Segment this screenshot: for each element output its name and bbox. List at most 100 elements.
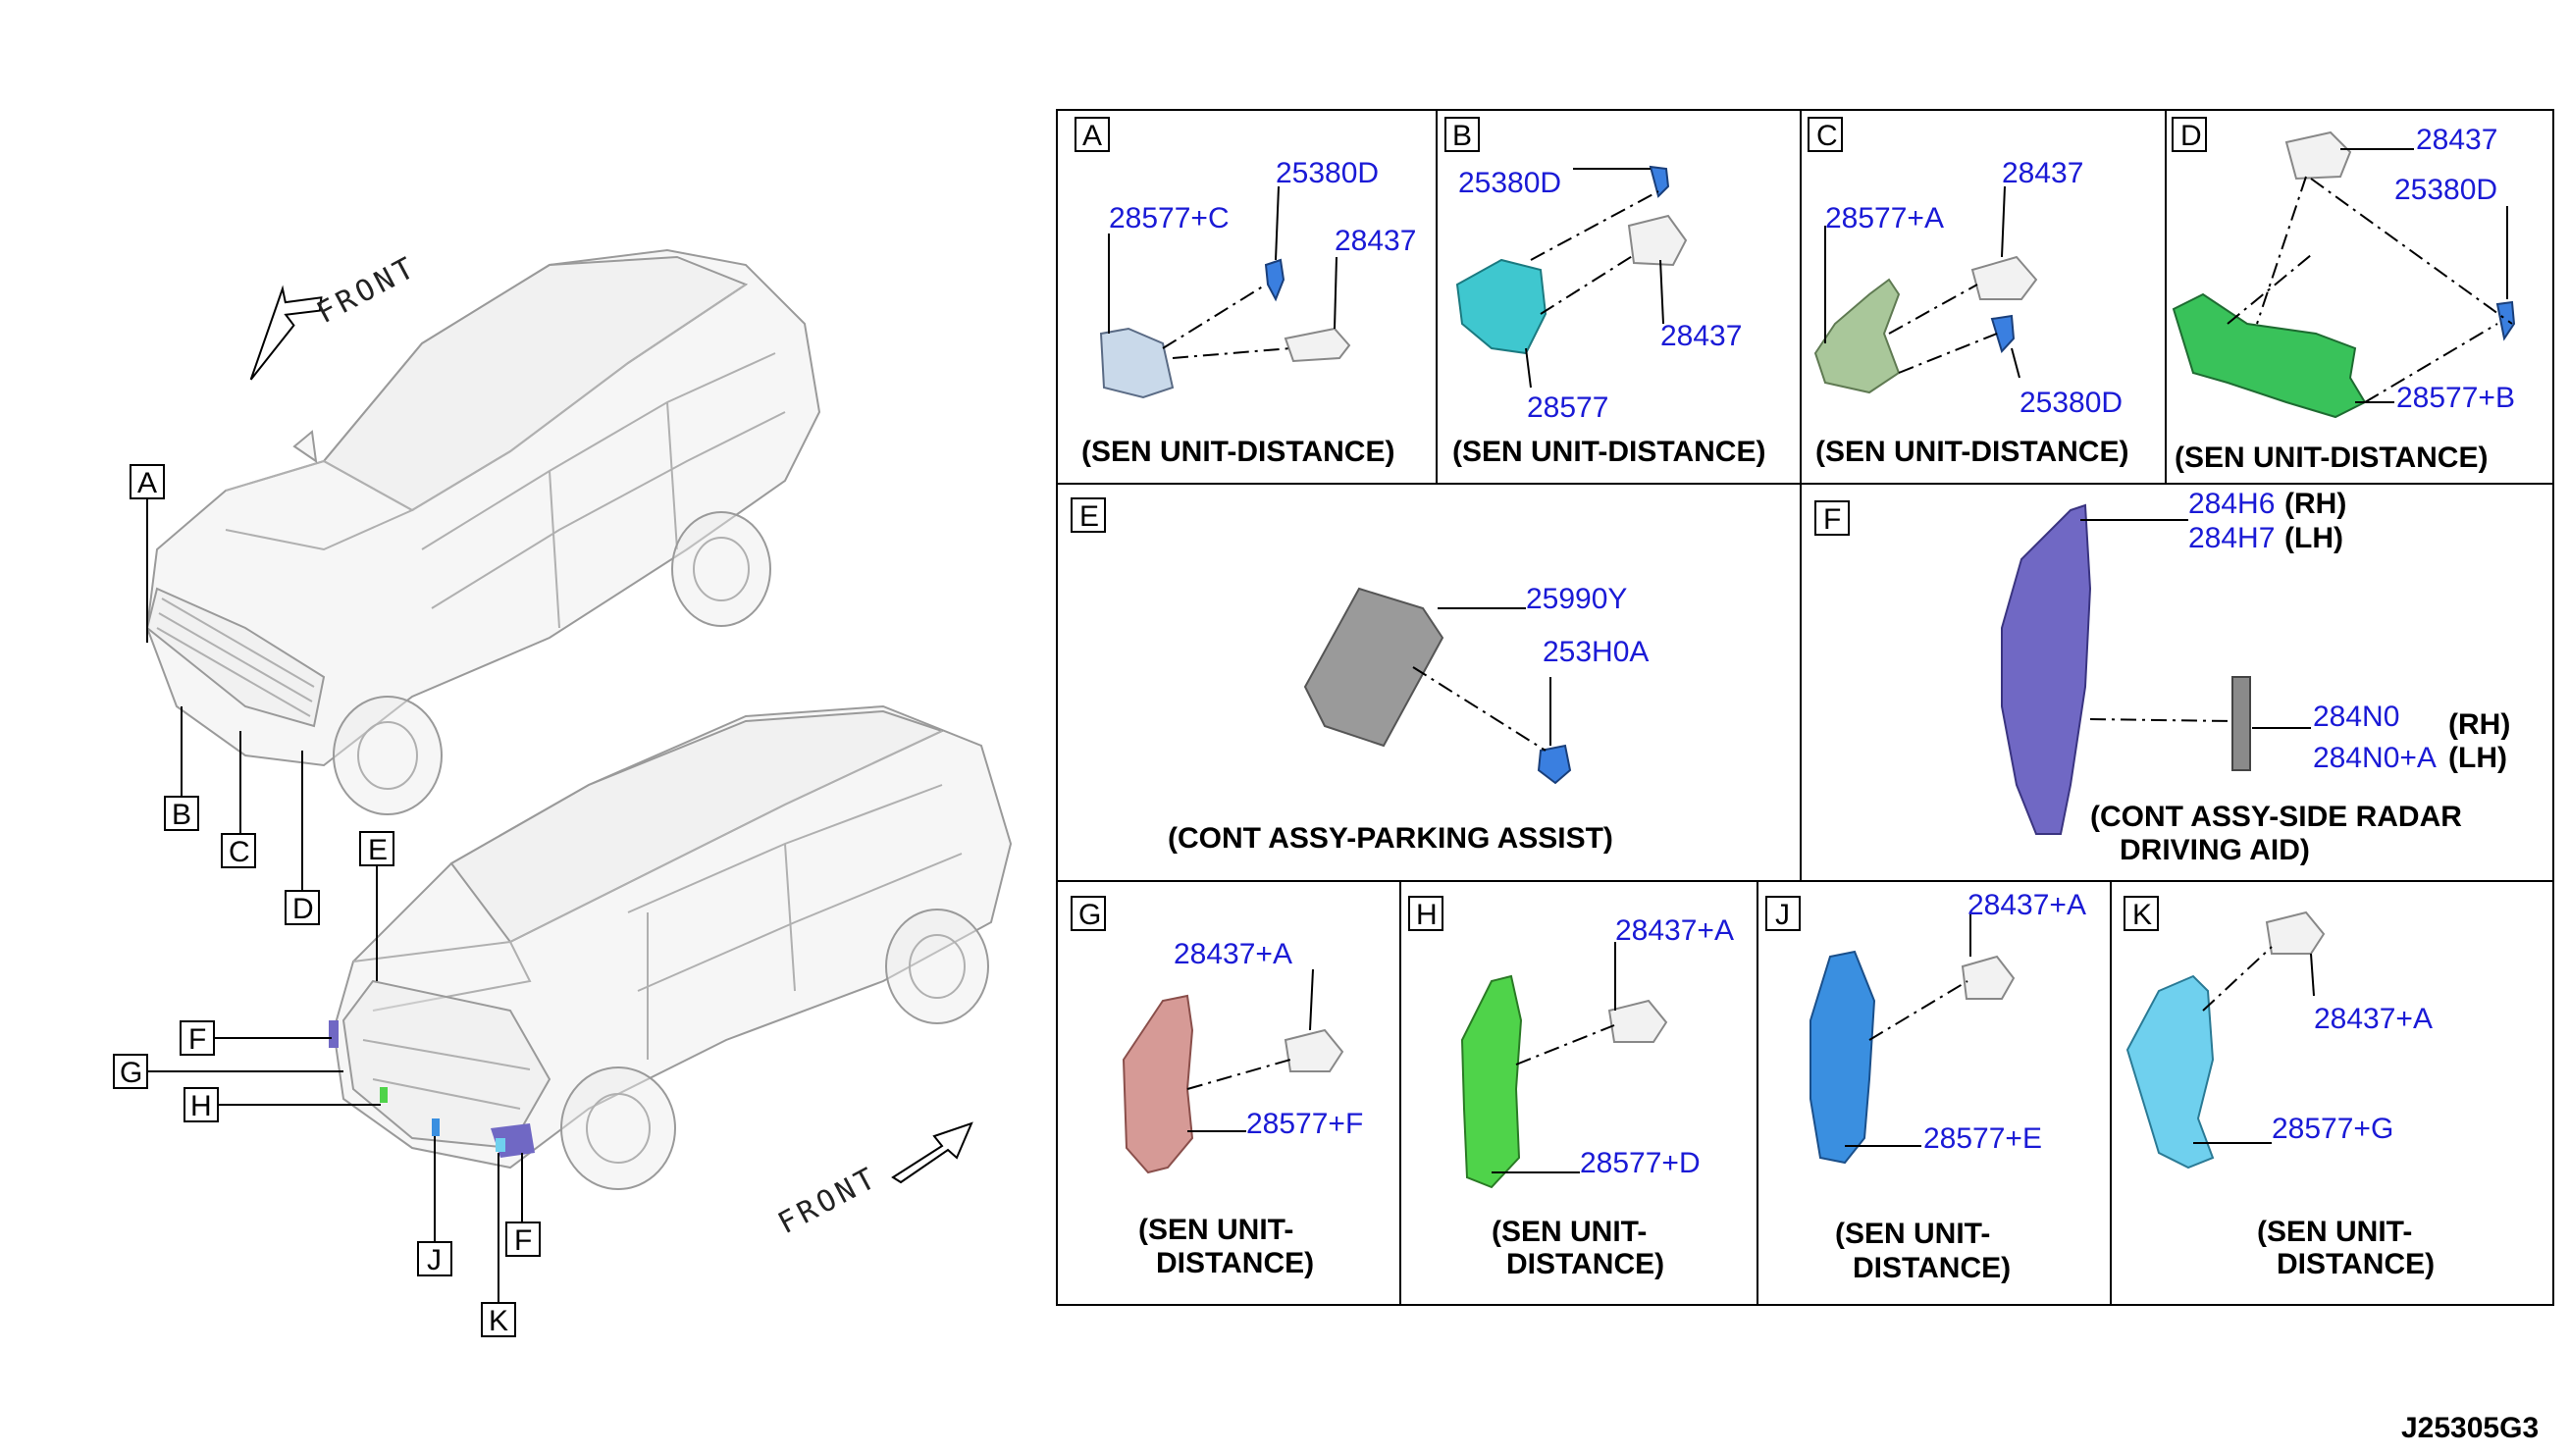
- panel-k-bracket: [2125, 974, 2215, 1170]
- panel-b-tag-box: [1444, 117, 1480, 152]
- panel-d-bracket: [2172, 292, 2367, 419]
- panel-b-screw: [1649, 165, 1670, 198]
- panel-h-bracket: [1460, 974, 1523, 1189]
- vehicle-tag-f-left: F: [188, 1023, 206, 1056]
- panel-j-part-1: 28437+A: [1967, 889, 2086, 921]
- panel-c-bracket: [1813, 278, 1901, 394]
- panel-f-radar-unit: [2231, 676, 2251, 771]
- panel-c-part-1: 28577+A: [1825, 202, 1944, 234]
- front-label-bottom: FRONT: [772, 1160, 884, 1241]
- panel-e: E 25990Y 253H0A (CONT ASSY-PARKING ASSIS…: [1071, 497, 1649, 855]
- panel-h: H 28437+A 28577+D (SEN UNIT- DISTANCE): [1408, 896, 1734, 1280]
- panel-j-caption-line1: (SEN UNIT-: [1835, 1218, 1990, 1250]
- panel-b-part-3: 28577: [1527, 391, 1608, 424]
- panel-b-part-2: 28437: [1660, 320, 1742, 352]
- panel-c-part-2: 28437: [2002, 157, 2083, 189]
- panel-f-caption-line2: DRIVING AID): [2120, 834, 2310, 866]
- vehicle-tag-e: E: [368, 834, 388, 866]
- panel-f-side-4: (LH): [2448, 742, 2507, 774]
- panel-d-tag-box: [2172, 117, 2207, 152]
- front-arrow-bottom: FRONT: [772, 1121, 973, 1241]
- panel-h-caption-line2: DISTANCE): [1506, 1248, 1664, 1280]
- panel-f-side-3: (RH): [2448, 708, 2510, 741]
- panel-a-part-3: 28437: [1335, 225, 1416, 257]
- panel-a-caption: (SEN UNIT-DISTANCE): [1081, 436, 1394, 468]
- panel-a-part-1: 28577+C: [1109, 202, 1230, 234]
- panel-d-caption: (SEN UNIT-DISTANCE): [2175, 442, 2488, 474]
- panel-d-tag: D: [2180, 120, 2202, 152]
- front-label-top: FRONT: [311, 249, 423, 331]
- panel-f-part-3: 284N0: [2313, 701, 2399, 733]
- vehicle-tag-f-left-box: [180, 1020, 215, 1056]
- panel-c-tag-box: [1808, 117, 1843, 152]
- panel-c: C 28577+A 28437 25380D (SEN UNIT-DISTANC…: [1808, 117, 2128, 468]
- radar-hint-f-left: [329, 1020, 339, 1048]
- panel-e-tag: E: [1079, 500, 1099, 533]
- panel-h-caption-line1: (SEN UNIT-: [1492, 1216, 1647, 1248]
- panel-k-caption-line1: (SEN UNIT-: [2257, 1216, 2412, 1248]
- panel-f-part-1: 284H6: [2188, 488, 2275, 520]
- vehicle-tag-h: H: [190, 1090, 212, 1122]
- vehicle-tag-c-box: [221, 833, 256, 868]
- panel-g: G 28437+A 28577+F (SEN UNIT- DISTANCE): [1071, 896, 1363, 1279]
- vehicle-tag-f-right-box: [505, 1222, 541, 1257]
- panel-a: A 28577+C 25380D 28437 (SEN UNIT-DISTANC…: [1075, 117, 1416, 468]
- panel-d: D 28437 25380D 28577+B (SEN UNIT-DISTANC…: [2172, 117, 2516, 474]
- panel-c-tag: C: [1816, 120, 1838, 152]
- vehicle-tag-k-box: [481, 1302, 516, 1337]
- front-arrow-top: FRONT: [249, 249, 423, 381]
- panel-h-tag: H: [1416, 899, 1438, 931]
- panel-e-screw: [1537, 744, 1572, 785]
- panel-b-caption: (SEN UNIT-DISTANCE): [1452, 436, 1765, 468]
- panel-b-tag: B: [1452, 120, 1472, 152]
- panel-j-bracket: [1809, 950, 1876, 1165]
- panel-g-sensor: [1284, 1028, 1344, 1072]
- panel-k: K 28437+A 28577+G (SEN UNIT- DISTANCE): [2124, 896, 2435, 1280]
- panel-b-sensor: [1627, 214, 1688, 267]
- panel-h-part-1: 28437+A: [1615, 914, 1734, 947]
- panel-g-tag-box: [1071, 896, 1106, 931]
- rear-vehicle-illustration: [329, 704, 1013, 1190]
- panel-g-part-1: 28437+A: [1174, 938, 1292, 970]
- panel-a-part-2: 25380D: [1276, 157, 1379, 189]
- vehicle-tag-j: J: [427, 1244, 442, 1276]
- vehicle-tag-h-box: [184, 1087, 219, 1122]
- panel-e-module: [1303, 587, 1444, 748]
- panel-a-tag-box: [1075, 117, 1110, 152]
- front-vehicle-illustration: [145, 248, 821, 815]
- panel-a-sensor: [1284, 327, 1351, 363]
- panel-j-sensor: [1961, 955, 2016, 1000]
- panel-g-caption-line2: DISTANCE): [1156, 1247, 1314, 1279]
- sensor-hint-k: [496, 1138, 505, 1152]
- vehicle-tag-b: B: [172, 799, 191, 831]
- vehicle-tag-d: D: [292, 893, 314, 925]
- panel-h-part-2: 28577+D: [1580, 1147, 1701, 1179]
- panel-h-sensor: [1607, 999, 1668, 1043]
- vehicle-tag-a: A: [137, 467, 157, 499]
- panel-f-side-2: (LH): [2284, 522, 2343, 554]
- panel-g-tag: G: [1078, 899, 1101, 931]
- panel-a-tag: A: [1082, 120, 1102, 152]
- panel-k-tag: K: [2132, 899, 2152, 931]
- panel-e-tag-box: [1071, 497, 1106, 533]
- vehicle-tag-g-box: [113, 1054, 148, 1089]
- panel-f-caption-line1: (CONT ASSY-SIDE RADAR: [2090, 801, 2462, 833]
- vehicle-tag-c: C: [229, 836, 250, 868]
- panel-j-part-2: 28577+E: [1923, 1122, 2042, 1155]
- panel-c-screw: [1990, 314, 2016, 353]
- vehicle-tag-e-box: [359, 831, 394, 866]
- panel-f: F 284H6 (RH) 284H7 (LH) 284N0 (RH) 284N0…: [1814, 488, 2510, 866]
- panel-c-sensor: [1970, 255, 2038, 300]
- panel-j-caption-line2: DISTANCE): [1853, 1252, 2011, 1284]
- panel-c-caption: (SEN UNIT-DISTANCE): [1815, 436, 2128, 468]
- panel-c-part-3: 25380D: [2019, 387, 2123, 419]
- panel-k-part-1: 28437+A: [2314, 1003, 2433, 1035]
- panel-k-sensor: [2265, 910, 2326, 955]
- panel-d-part-2: 25380D: [2394, 174, 2497, 206]
- panel-j-tag-box: [1765, 896, 1801, 931]
- panel-k-tag-box: [2124, 896, 2159, 931]
- vehicle-tag-a-box: [130, 464, 165, 499]
- panel-f-tag-box: [1814, 500, 1850, 536]
- panel-d-part-3: 28577+B: [2396, 382, 2515, 414]
